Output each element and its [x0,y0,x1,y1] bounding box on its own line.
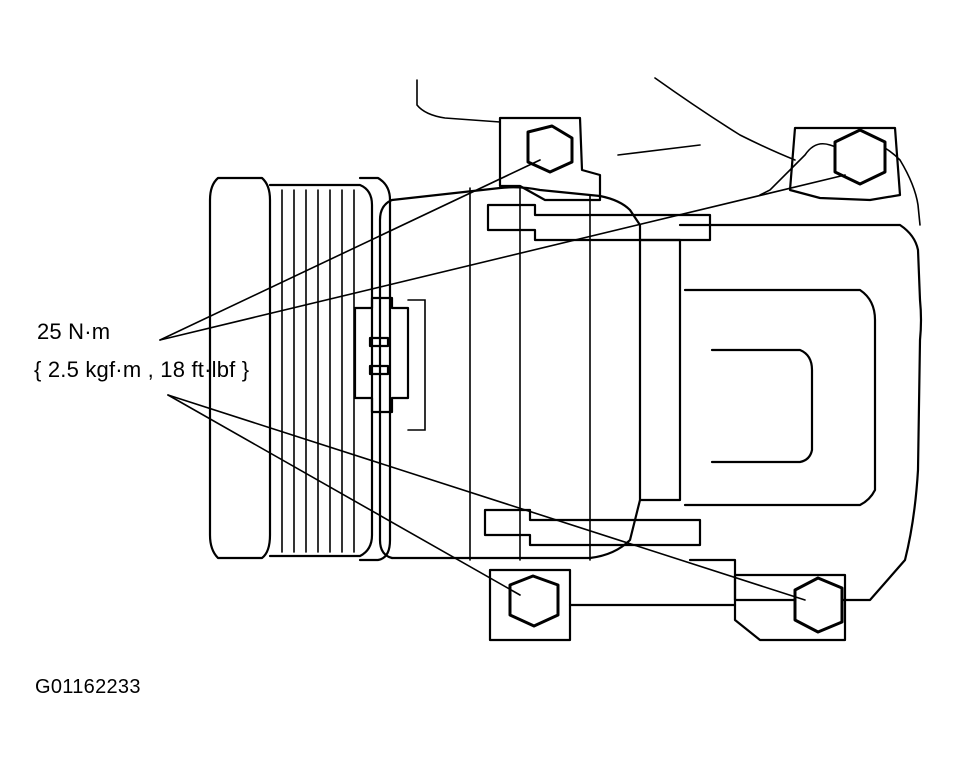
through-bolts [483,203,712,547]
bolt-top-right [833,128,887,186]
leader-to-top-right-bolt [159,174,846,341]
leader-lines [159,159,846,601]
bolt-bottom-right [793,576,844,634]
torque-spec-newton-meters: 25 N·m [37,319,111,344]
leader-to-bottom-left-bolt [167,394,521,596]
bolt-bottom-left [508,574,560,628]
leader-to-top-left-bolt [159,159,541,341]
leader-to-bottom-right-bolt [167,394,806,601]
bolt-top-left [526,124,574,174]
engine-background-contours [416,77,796,161]
bolt-heads [508,124,887,634]
mounting-ears [488,116,902,642]
torque-spec-alternate-units: { 2.5 kgf·m , 18 ft·lbf } [34,357,250,382]
compressor-body [378,134,923,602]
figure-identifier: G01162233 [35,676,141,698]
